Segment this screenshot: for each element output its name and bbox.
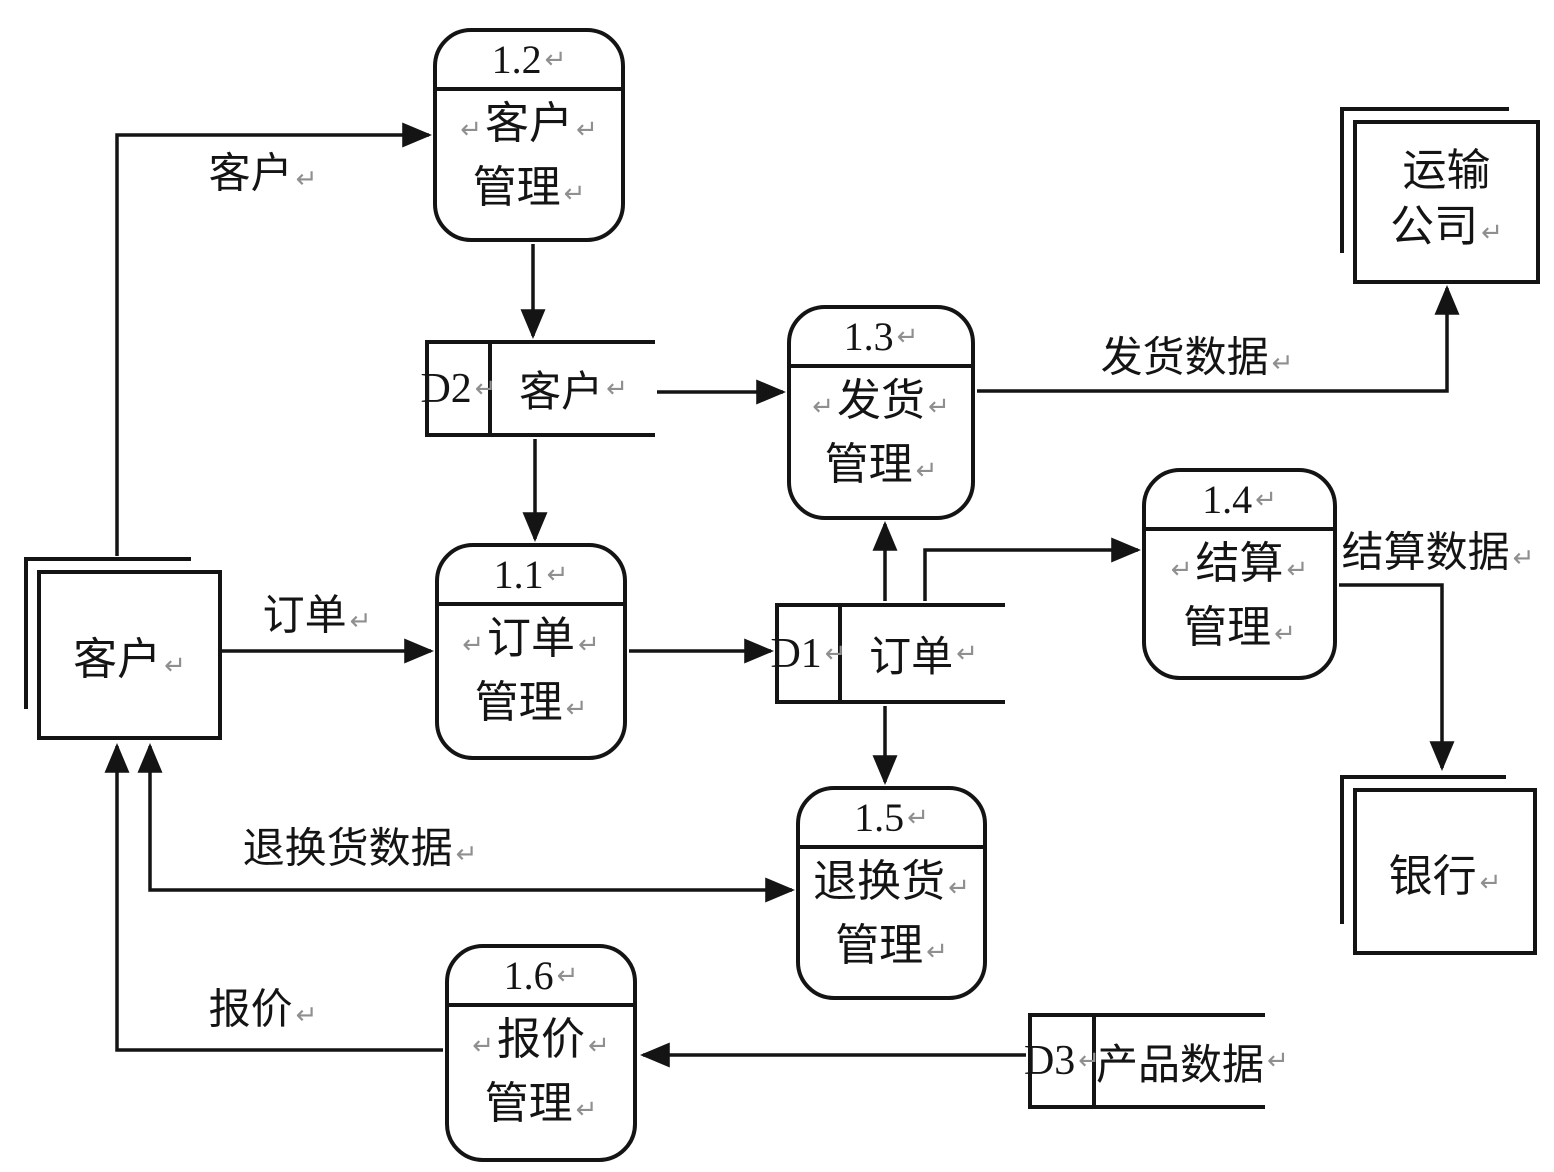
return-mark: ↵ [576,115,598,145]
process-settlement-management: 1.4↵ ↵结算↵ 管理↵ [1142,468,1337,680]
process-number: 1.6 [503,953,554,998]
process-order-management: 1.1↵ ↵订单↵ 管理↵ [435,543,627,760]
flow-settlement-data-to-bank [1339,583,1455,771]
flow-label-settlement-data: 结算数据↵ [1341,530,1535,577]
return-mark: ↵ [896,321,919,352]
return-mark: ↵ [1479,867,1502,898]
return-mark: ↵ [546,559,569,590]
return-mark: ↵ [295,1000,318,1031]
process-number: 1.5 [854,795,905,840]
entity-shadow [24,557,191,709]
return-mark: ↵ [956,638,978,669]
datastore-id: D3↵ [1024,1017,1100,1105]
process-name-line1: ↵结算↵ [1170,539,1309,588]
return-mark: ↵ [460,115,482,145]
return-mark: ↵ [928,392,950,422]
process-customer-management: 1.2↵ ↵客户↵ 管理↵ [433,28,625,242]
return-mark: ↵ [295,164,318,195]
return-mark: ↵ [1481,218,1503,248]
return-mark: ↵ [472,1031,494,1061]
entity-label: 银行↵ [1388,851,1502,901]
return-mark: ↵ [824,638,847,669]
process-number: 1.3 [843,314,894,359]
return-mark: ↵ [812,392,834,422]
process-name-line1: ↵发货↵ [812,376,950,425]
flow-return-exchange-data-customer-return-management [137,743,795,903]
flow-label-quote: 报价↵ [208,987,318,1034]
flow-label-customer-info: 客户↵ [208,151,318,198]
return-mark: ↵ [349,606,372,637]
return-mark: ↵ [544,44,567,75]
return-mark: ↵ [907,802,929,833]
entity-bank: 银行↵ [1340,775,1537,955]
datastore-d1-order: D1↵ 订单↵ [770,603,1005,704]
return-mark: ↵ [1271,348,1294,379]
return-mark: ↵ [606,373,628,404]
entity-shadow [1340,775,1506,924]
process-number: 1.2 [491,37,542,82]
datastore-id: D1↵ [770,607,847,700]
entity-shadow [1340,107,1509,253]
process-name-line1: 退换货↵ [813,857,970,906]
process-name-line1: ↵报价↵ [472,1015,610,1064]
process-name-line2: 管理↵ [484,1079,598,1128]
entity-customer: 客户↵ [24,557,222,740]
process-name-line2: 管理↵ [1183,603,1296,652]
return-mark: ↵ [462,630,484,660]
datastore-d2-customer: D2↵ 客户↵ [420,340,655,437]
return-mark: ↵ [1078,1046,1101,1076]
entity-label: 客户↵ [73,635,186,684]
process-number: 1.4 [1202,477,1253,522]
process-name-line2: 管理↵ [472,163,586,212]
flow-label-return-exchange-data: 退换货数据↵ [242,826,478,873]
flow-customer-to-customer-management [115,122,432,556]
flow-shipping-data-to-transport-company [977,285,1460,393]
flow-quote-management-to-customer [104,743,443,1052]
return-mark: ↵ [578,630,600,660]
process-name-line2: 管理↵ [824,440,938,489]
return-mark: ↵ [1170,555,1193,585]
return-mark: ↵ [1274,619,1296,649]
return-mark: ↵ [563,179,586,209]
return-mark: ↵ [948,873,970,903]
return-mark: ↵ [588,1031,610,1061]
return-mark: ↵ [575,1095,598,1125]
process-name-line2: 管理↵ [835,921,948,970]
return-mark: ↵ [1286,555,1309,585]
process-return-exchange-management: 1.5↵ 退换货↵ 管理↵ [796,786,987,1000]
flow-label-shipping-data: 发货数据↵ [1100,335,1294,382]
datastore-label: 客户↵ [519,370,628,416]
entity-transport-company: 运输 公司↵ [1340,107,1540,284]
return-mark: ↵ [1512,543,1535,574]
return-mark: ↵ [565,694,588,724]
return-mark: ↵ [455,839,478,870]
process-name-line1: ↵客户↵ [460,99,598,148]
return-mark: ↵ [926,937,948,967]
entity-label: 运输 公司↵ [1390,146,1503,251]
process-number: 1.1 [493,552,544,597]
return-mark: ↵ [474,373,497,404]
datastore-label: 订单↵ [869,635,978,681]
return-mark: ↵ [556,960,579,991]
return-mark: ↵ [1255,484,1277,515]
datastore-id: D2↵ [420,344,497,433]
flow-d1-to-settlement-management [923,537,1141,601]
datastore-label: 产品数据↵ [1096,1042,1289,1089]
flow-label-order: 订单↵ [262,593,372,640]
process-name-line1: ↵订单↵ [462,614,600,663]
process-quote-management: 1.6↵ ↵报价↵ 管理↵ [445,944,637,1162]
datastore-d3-product-data: D3↵ 产品数据↵ [1024,1013,1289,1109]
return-mark: ↵ [1267,1046,1289,1076]
process-shipping-management: 1.3↵ ↵发货↵ 管理↵ [787,305,975,520]
return-mark: ↵ [915,456,938,486]
process-name-line2: 管理↵ [474,678,588,727]
return-mark: ↵ [164,651,186,681]
